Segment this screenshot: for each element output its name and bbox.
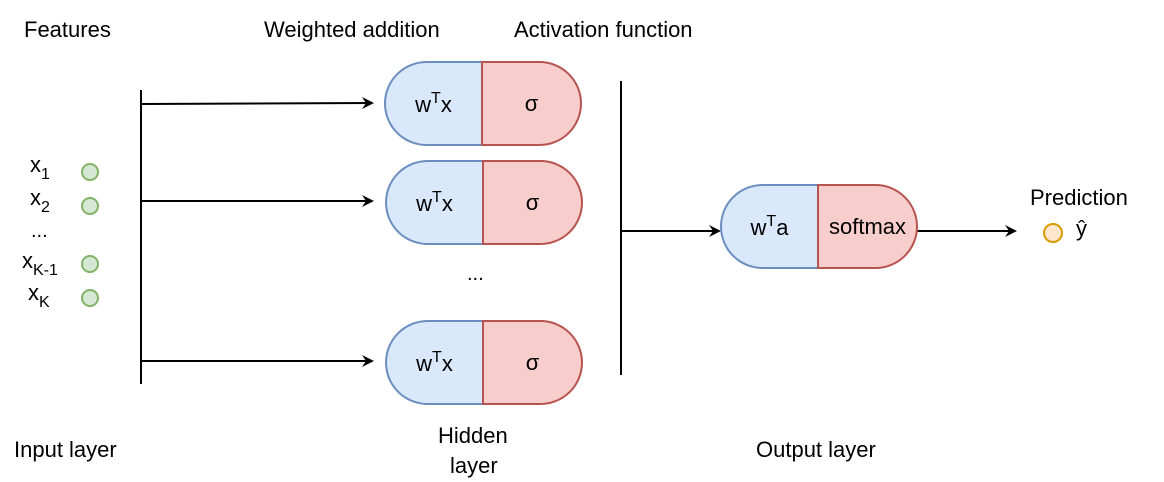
prediction-header: Prediction [1030, 185, 1128, 210]
feature-node-k [81, 289, 99, 307]
feature-xk-label: xK [28, 280, 50, 311]
activation-cell: σ [482, 320, 583, 405]
output-layer-label: Output layer [756, 437, 876, 462]
feature-x2-label: x2 [30, 185, 50, 216]
activation-cell: σ [482, 160, 583, 245]
hidden-layer-label-line2: layer [450, 453, 498, 478]
feature-node-2 [81, 197, 99, 215]
feature-xk1-label: xK-1 [22, 248, 58, 279]
feature-x1-label: x1 [30, 152, 50, 183]
weighted-sum-cell: wTx [385, 320, 482, 405]
hidden-unit-2: wTx σ [385, 160, 583, 245]
weighted-sum-cell: wTx [384, 61, 481, 146]
output-weighted-sum-cell: wTa [720, 184, 817, 269]
hidden-unit-3: wTx σ [385, 320, 583, 405]
prediction-symbol: ŷ [1076, 216, 1087, 241]
feature-node-k-1 [81, 255, 99, 273]
feature-ellipsis: ... [31, 220, 48, 242]
output-unit: wTa softmax [720, 184, 918, 269]
hidden-unit-1: wTx σ [384, 61, 582, 146]
prediction-node [1043, 223, 1063, 243]
feature-node-1 [81, 163, 99, 181]
hidden-layer-label-line1: Hidden [438, 423, 508, 448]
activation-cell: σ [481, 61, 582, 146]
softmax-cell: softmax [817, 184, 918, 269]
weighted-addition-header: Weighted addition [264, 17, 440, 42]
input-layer-label: Input layer [14, 437, 117, 462]
arrow-to-hidden-1 [140, 97, 374, 110]
hidden-ellipsis: ... [467, 263, 484, 285]
features-header: Features [24, 17, 111, 42]
activation-function-header: Activation function [514, 17, 693, 42]
weighted-sum-cell: wTx [385, 160, 482, 245]
